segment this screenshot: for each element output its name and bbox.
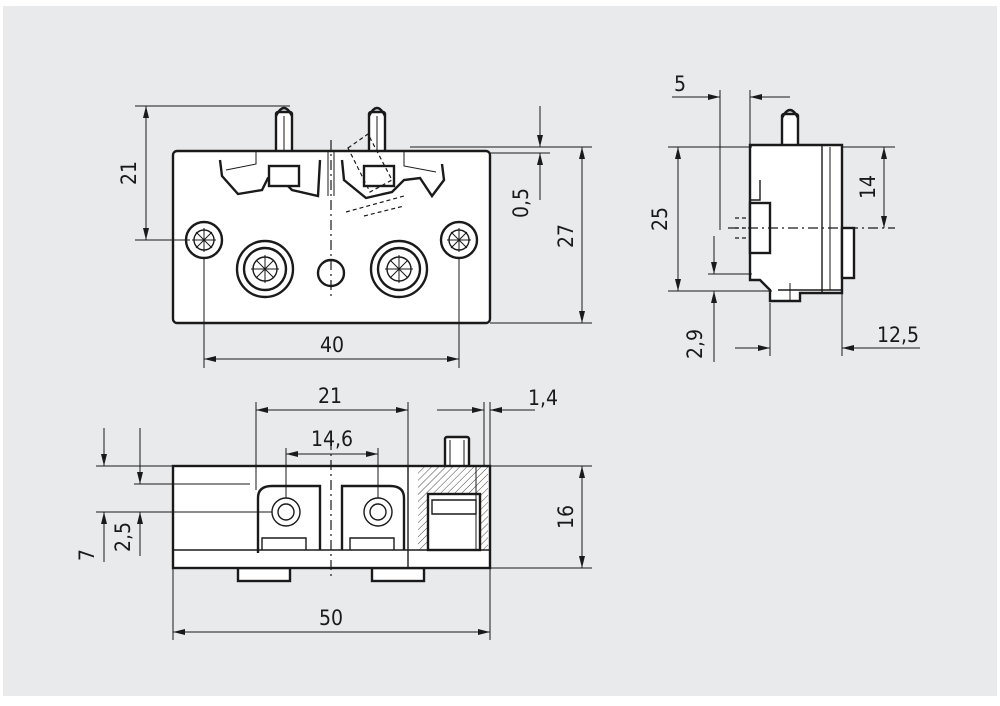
side-view: [728, 108, 895, 303]
dim-bottom-spacing-inner: 14,6: [311, 427, 353, 451]
bottom-foot-left: [236, 566, 292, 583]
dim-front-hole-spacing: 40: [320, 333, 344, 357]
dim-front-offset: 0,5: [509, 188, 533, 218]
dim-front-height: 21: [117, 161, 141, 185]
bottom-view: [171, 435, 492, 583]
dim-bottom-left-large: 7: [75, 549, 99, 561]
dim-side-width: 12,5: [877, 323, 919, 347]
dim-side-bottom: 2,9: [683, 329, 707, 359]
dim-bottom-height: 16: [554, 505, 578, 529]
dim-bottom-offset: 1,4: [528, 386, 558, 410]
dim-bottom-spacing-outer: 21: [318, 384, 342, 408]
side-plunger: [780, 108, 800, 149]
side-housing: [748, 143, 844, 303]
front-view: [171, 106, 492, 325]
dim-front-total-height: 27: [554, 224, 578, 248]
bottom-dimensions: 21 14,6 1,4 16 7 2,5 50: [75, 384, 592, 640]
front-terminal-right: [369, 239, 429, 299]
dim-bottom-length: 50: [319, 606, 343, 630]
front-terminal-left: [235, 239, 295, 299]
front-dimensions: 21 0,5 27 40: [117, 105, 592, 368]
dim-side-height: 25: [648, 207, 672, 231]
dim-side-top: 5: [674, 72, 686, 96]
front-mechanism: [218, 133, 446, 217]
side-actuator-block: [840, 226, 856, 280]
front-screw-left: [184, 220, 224, 260]
bottom-foot-right: [370, 566, 426, 583]
drawing-background: [3, 6, 997, 696]
side-dimensions: 5 25 14 2,9 12,5: [648, 72, 920, 362]
dim-bottom-left-small: 2,5: [111, 522, 135, 552]
dim-side-upper: 14: [856, 175, 880, 199]
front-screw-right: [439, 220, 479, 260]
